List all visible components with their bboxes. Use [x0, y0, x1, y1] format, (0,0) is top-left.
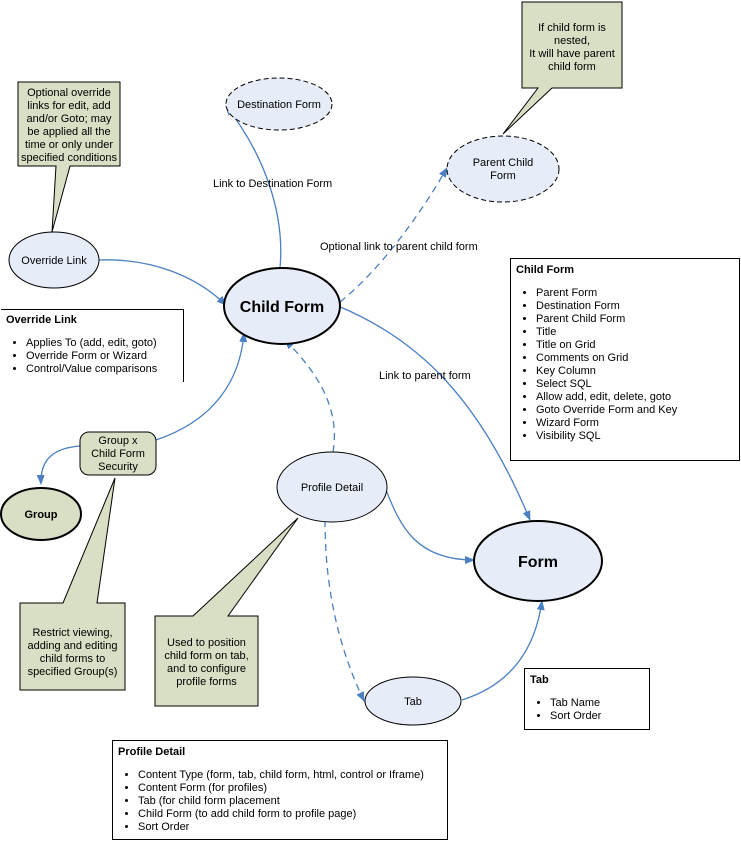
callout-line: It will have parent — [529, 48, 615, 60]
callout-line: child form — [548, 61, 596, 73]
panel-profile-detail-title: Profile Detail — [118, 746, 186, 758]
edge-child-to-form — [337, 305, 531, 521]
edge-child-to-parent-child — [339, 167, 448, 303]
list-item: Comments on Grid — [536, 352, 739, 365]
callout-line: specified conditions — [20, 152, 117, 164]
list-item: Control/Value comparisons — [26, 363, 183, 376]
list-item: Content Form (for profiles) — [138, 782, 447, 795]
edge-tab-to-form — [461, 600, 545, 701]
callout-line: child forms to — [39, 653, 106, 665]
list-item: Parent Form — [536, 287, 739, 300]
list-item: Title on Grid — [536, 339, 739, 352]
panel-override-link-title: Override Link — [6, 314, 77, 326]
node-form: Form — [473, 520, 603, 602]
panel-child-form: Child Form Parent FormDestination FormPa… — [510, 258, 740, 461]
edge-profile-to-form — [385, 489, 475, 564]
callout-line: specified Group(s) — [27, 666, 118, 678]
callout-line: Restrict viewing, — [32, 627, 113, 639]
edge-label-link-parent-form: Link to parent form — [379, 370, 471, 382]
callout-line: and to configure — [167, 663, 246, 675]
callout-line: nested, — [553, 35, 591, 47]
node-tab: Tab — [364, 676, 462, 726]
callout-line: and/or Goto; may — [26, 113, 112, 125]
panel-profile-detail-list: Content Type (form, tab, child form, htm… — [118, 769, 447, 834]
panel-tab-title: Tab — [530, 674, 549, 686]
edge-security-to-child — [155, 332, 248, 441]
callout-nested — [502, 1, 623, 135]
edge-label-link-destination: Link to Destination Form — [213, 178, 332, 190]
edge-child-to-destination — [225, 105, 282, 269]
list-item: Visibility SQL — [536, 430, 739, 443]
callout-line: be applied all the — [27, 126, 111, 138]
callout-override — [17, 81, 121, 233]
svg-text:Child Form: Child Form — [240, 299, 324, 316]
svg-text:Profile Detail: Profile Detail — [301, 482, 363, 494]
list-item: Child Form (to add child form to profile… — [138, 808, 447, 821]
list-item: Content Type (form, tab, child form, htm… — [138, 769, 447, 782]
panel-profile-detail: Profile Detail Content Type (form, tab, … — [112, 740, 448, 840]
edges — [36, 105, 545, 702]
list-item: Tab Name — [550, 697, 649, 710]
edge-security-to-group — [36, 445, 81, 485]
panel-tab: Tab Tab NameSort Order — [524, 668, 650, 730]
svg-text:Tab: Tab — [404, 696, 422, 708]
callout-line: If child form is — [538, 22, 606, 34]
svg-text:Form: Form — [518, 554, 558, 571]
list-item: Select SQL — [536, 378, 739, 391]
list-item: Key Column — [536, 365, 739, 378]
list-item: Destination Form — [536, 300, 739, 313]
list-item: Wizard Form — [536, 417, 739, 430]
list-item: Override Form or Wizard — [26, 350, 183, 363]
list-item: Applies To (add, edit, goto) — [26, 337, 183, 350]
callout-line: Optional override — [27, 87, 111, 99]
node-profile-detail: Profile Detail — [276, 451, 388, 523]
panel-child-form-title: Child Form — [516, 264, 575, 276]
panel-override-link-list: Applies To (add, edit, goto)Override For… — [6, 337, 183, 376]
list-item: Tab (for child form placement — [138, 795, 447, 808]
callout-line: adding and editing — [27, 640, 118, 652]
list-item: Allow add, edit, delete, goto — [536, 391, 739, 404]
node-child-form: Child Form — [223, 267, 341, 345]
list-item: Sort Order — [550, 710, 649, 723]
list-item: Title — [536, 326, 739, 339]
callout-line: links for edit, add — [27, 100, 111, 112]
edge-profile-to-child — [284, 339, 335, 453]
node-override-link: Override Link — [8, 231, 100, 289]
svg-text:Override Link: Override Link — [21, 255, 87, 267]
callout-line: time or only under — [24, 139, 114, 151]
edge-profile-to-tab — [324, 519, 365, 702]
list-item: Parent Child Form — [536, 313, 739, 326]
edge-label-optional-parent: Optional link to parent child form — [320, 241, 478, 253]
callout-line: child form on tab, — [164, 650, 249, 662]
panel-tab-list: Tab NameSort Order — [530, 697, 649, 723]
edge-override-to-child — [97, 259, 227, 306]
list-item: Goto Override Form and Key — [536, 404, 739, 417]
node-group: Group — [0, 487, 82, 541]
svg-text:Group: Group — [25, 509, 58, 521]
list-item: Sort Order — [138, 821, 447, 834]
panel-override-link: Override Link Applies To (add, edit, got… — [1, 309, 184, 382]
svg-text:Destination Form: Destination Form — [237, 99, 321, 111]
node-destination-form: Destination Form — [225, 77, 333, 131]
callout-line: Used to position — [167, 637, 246, 649]
callout-position — [154, 517, 299, 707]
callout-restrict — [19, 477, 126, 691]
callout-line: profile forms — [176, 676, 237, 688]
